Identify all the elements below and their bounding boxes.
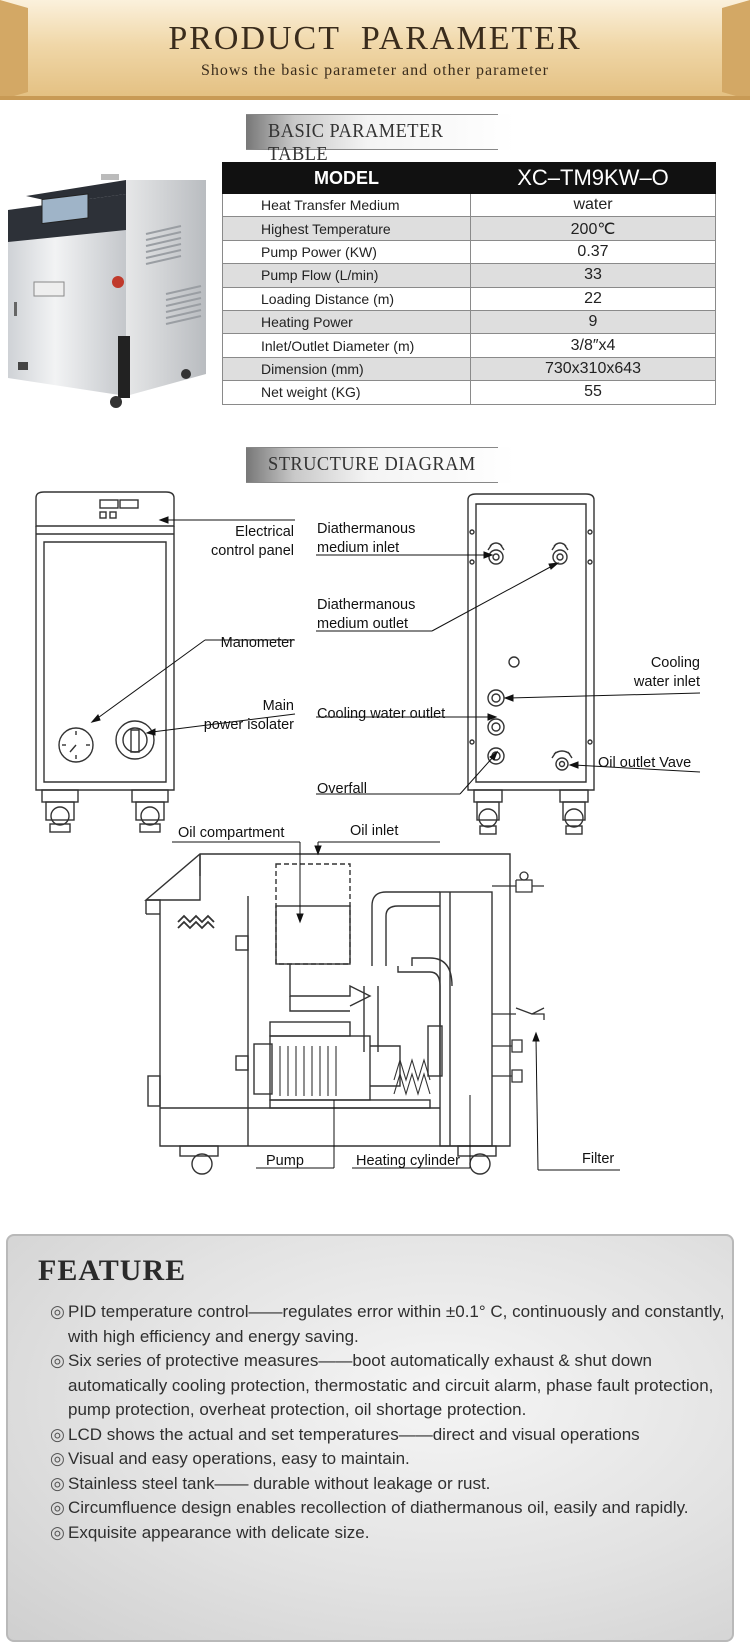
list-item: ◎Circumfluence design enables recollecti… <box>50 1496 730 1521</box>
row-value: 0.37 <box>470 239 716 265</box>
row-label: Pump Power (KW) <box>222 239 471 265</box>
list-item: ◎LCD shows the actual and set temperatur… <box>50 1423 730 1448</box>
feature-text: Visual and easy operations, easy to main… <box>68 1449 410 1468</box>
table-row: Net weight (KG)55 <box>222 380 716 405</box>
row-label: Highest Temperature <box>222 216 471 241</box>
feature-list: ◎PID temperature control——regulates erro… <box>50 1300 730 1545</box>
feature-text: LCD shows the actual and set temperature… <box>68 1424 640 1444</box>
label-line: medium outlet <box>317 616 409 632</box>
banner-title: PRODUCT PARAMETER <box>168 20 582 57</box>
label-line: Diathermanous <box>317 521 416 537</box>
row-value: 3/8″x4 <box>470 333 716 358</box>
table-header-row: MODEL XC–TM9KW–O <box>222 162 716 194</box>
label-line: control panel <box>210 543 294 559</box>
label-line: Main <box>262 698 294 714</box>
label-oil-inlet: Oil inlet <box>350 823 399 839</box>
basic-parameter-heading-text: BASIC PARAMETER TABLE <box>268 120 444 165</box>
label-line: Electrical <box>235 524 294 540</box>
structure-diagram-heading-text: STRUCTURE DIAGRAM <box>268 453 476 475</box>
table-row: Dimension (mm)730x310x643 <box>222 356 716 382</box>
machine-photo <box>8 174 206 408</box>
label-line: Diathermanous <box>317 597 416 613</box>
label-cooling-water-outlet: Cooling water outlet <box>317 706 446 722</box>
feature-marker: ◎ <box>50 1473 65 1493</box>
label-main-power-isolater: Main power isolater <box>180 697 294 735</box>
row-value: 33 <box>470 263 716 288</box>
label-cooling-water-inlet: Cooling water inlet <box>600 654 700 692</box>
label-oil-compartment: Oil compartment <box>178 825 285 841</box>
label-pump: Pump <box>266 1153 304 1169</box>
internal-diagram-leaders <box>172 841 620 1171</box>
table-row: Pump Power (KW)0.37 <box>222 239 716 265</box>
front-view-leaders <box>90 516 296 736</box>
label-heating-cylinder: Heating cylinder <box>356 1153 460 1169</box>
label-line: medium inlet <box>317 540 400 556</box>
banner-fold-left <box>0 0 28 100</box>
label-diathermanous-medium-outlet: Diathermanous medium outlet <box>317 596 415 634</box>
list-item: ◎Exquisite appearance with delicate size… <box>50 1521 730 1546</box>
basic-parameter-heading: BASIC PARAMETER TABLE <box>246 114 516 165</box>
row-value: 9 <box>470 309 716 335</box>
banner: PRODUCT PARAMETER Shows the basic parame… <box>0 0 750 100</box>
back-view-leaders <box>316 551 701 795</box>
feature-marker: ◎ <box>50 1351 65 1370</box>
label-oil-outlet-vave: Oil outlet Vave <box>598 755 692 771</box>
row-value: 730x310x643 <box>470 356 716 382</box>
row-label: Heat Transfer Medium <box>222 192 471 218</box>
row-label: Loading Distance (m) <box>222 286 471 311</box>
list-item: ◎Visual and easy operations, easy to mai… <box>50 1447 730 1472</box>
model-header: MODEL <box>222 162 471 194</box>
list-item: ◎PID temperature control——regulates erro… <box>50 1300 730 1349</box>
list-item: ◎Six series of protective measures——boot… <box>50 1349 730 1423</box>
table-row: Inlet/Outlet Diameter (m)3/8″x4 <box>222 333 716 358</box>
feature-marker: ◎ <box>50 1449 65 1468</box>
list-item: ◎Stainless steel tank—— durable without … <box>50 1472 730 1497</box>
row-label: Inlet/Outlet Diameter (m) <box>222 333 471 358</box>
feature-text: Exquisite appearance with delicate size. <box>68 1522 370 1542</box>
label-overfall: Overfall <box>317 781 367 797</box>
feature-marker: ◎ <box>50 1424 65 1444</box>
row-value: water <box>470 192 716 218</box>
back-view-diagram <box>467 493 595 835</box>
banner-subtitle: Shows the basic parameter and other para… <box>201 62 549 79</box>
feature-marker: ◎ <box>50 1302 65 1321</box>
row-label: Heating Power <box>222 309 471 335</box>
label-line: Cooling <box>650 655 700 671</box>
row-label: Dimension (mm) <box>222 356 471 382</box>
label-filter: Filter <box>582 1151 615 1167</box>
label-electrical-control-panel: Electrical control panel <box>188 523 294 561</box>
feature-text: Six series of protective measures——boot … <box>68 1351 714 1419</box>
feature-title: FEATURE <box>38 1254 187 1287</box>
table-row: Loading Distance (m)22 <box>222 286 716 311</box>
label-manometer: Manometer <box>220 635 294 651</box>
structure-diagram-heading: STRUCTURE DIAGRAM <box>246 447 516 483</box>
table-row: Pump Flow (L/min)33 <box>222 263 716 288</box>
feature-text: Stainless steel tank—— durable without l… <box>68 1473 491 1493</box>
model-value-header: XC–TM9KW–O <box>470 162 716 194</box>
row-value: 22 <box>470 286 716 311</box>
feature-text: PID temperature control——regulates error… <box>68 1302 725 1346</box>
feature-text: Circumfluence design enables recollectio… <box>68 1498 689 1517</box>
row-value: 55 <box>470 380 716 405</box>
label-diathermanous-medium-inlet: Diathermanous medium inlet <box>317 520 415 558</box>
feature-marker: ◎ <box>50 1498 65 1517</box>
feature-panel: FEATURE ◎PID temperature control——regula… <box>6 1234 734 1642</box>
internal-structure-diagram <box>144 853 545 1175</box>
front-view-diagram <box>35 491 175 833</box>
banner-edge <box>0 96 750 100</box>
feature-marker: ◎ <box>50 1522 65 1542</box>
row-value: 200℃ <box>470 216 716 241</box>
banner-fold-right <box>722 0 750 100</box>
row-label: Net weight (KG) <box>222 380 471 405</box>
row-label: Pump Flow (L/min) <box>222 263 471 288</box>
label-line: water inlet <box>633 674 700 690</box>
label-line: power isolater <box>203 717 294 733</box>
